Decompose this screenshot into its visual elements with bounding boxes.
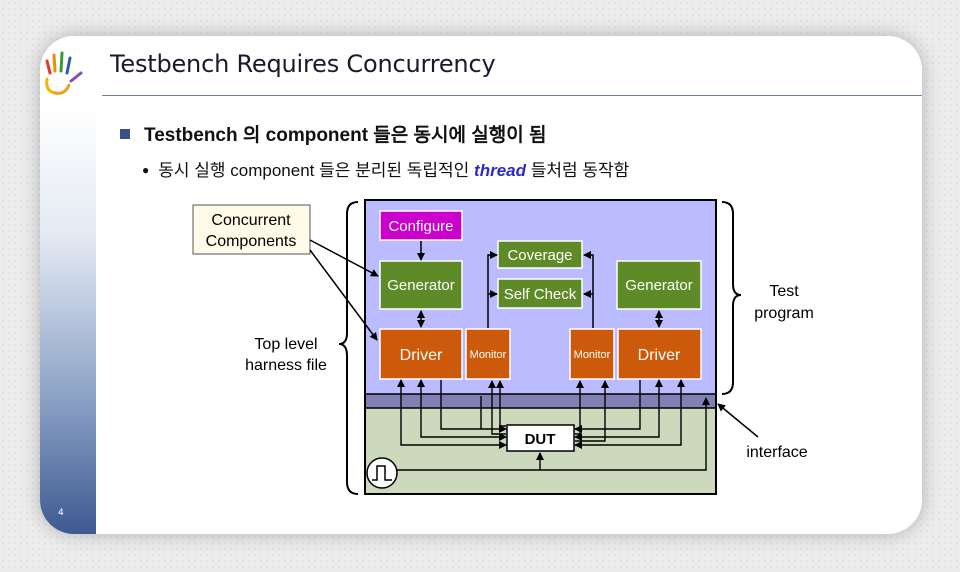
- test-program-label-line2: program: [754, 305, 814, 322]
- callout-line1: Concurrent: [211, 212, 291, 229]
- generator-left-label: Generator: [387, 277, 455, 294]
- left-gradient-bar: 4: [40, 36, 96, 534]
- monitor-left-label: Monitor: [470, 349, 507, 361]
- configure-block: [379, 210, 463, 241]
- dut-block: [506, 424, 575, 452]
- generator-left-block: [379, 260, 463, 310]
- harness-outline: [364, 199, 717, 495]
- page-number: 4: [58, 508, 64, 518]
- self-check-block: [497, 278, 583, 309]
- coverage-block: [497, 240, 583, 269]
- monitor-right-label: Monitor: [574, 349, 611, 361]
- concurrent-components-callout: [192, 204, 311, 255]
- bullet-level1-text: Testbench 의 component 들은 동시에 실행이 됨: [144, 125, 547, 146]
- bullet-level2: ● 동시 실행 component 들은 분리된 독립적인 thread 들처럼 …: [142, 156, 629, 181]
- square-bullet-icon: [120, 129, 130, 139]
- hand-logo-icon: [45, 51, 83, 95]
- configure-label: Configure: [388, 218, 453, 235]
- round-bullet-icon: ●: [142, 163, 150, 177]
- interface-band: [365, 394, 716, 408]
- bullet-level1: Testbench 의 component 들은 동시에 실행이 됨: [120, 120, 546, 147]
- bullet-level2-text-before: 동시 실행 component 들은 분리된 독립적인: [158, 161, 475, 180]
- clock-generator-icon: [366, 457, 398, 489]
- monitor-left-block: [465, 328, 511, 380]
- slide-title: Testbench Requires Concurrency: [110, 50, 496, 78]
- coverage-label: Coverage: [507, 247, 572, 264]
- interface-label: interface: [746, 444, 807, 461]
- test-program-label-line1: Test: [769, 283, 799, 300]
- test-program-brace: [721, 201, 742, 395]
- driver-right-label: Driver: [638, 347, 681, 364]
- callout-line2: Components: [206, 233, 297, 250]
- driver-left-label: Driver: [400, 347, 443, 364]
- bullet-level2-emphasis: thread: [474, 161, 526, 180]
- harness-label-line1: Top level: [254, 336, 317, 353]
- bullet-level2-text-after: 들처럼 동작함: [526, 161, 630, 180]
- dut-label: DUT: [525, 431, 556, 448]
- generator-right-label: Generator: [625, 277, 693, 294]
- title-underline: [102, 95, 922, 96]
- harness-brace: [338, 201, 359, 495]
- driver-right-block: [617, 328, 702, 380]
- harness-label-line2: harness file: [245, 357, 327, 374]
- generator-right-block: [616, 260, 702, 310]
- self-check-label: Self Check: [504, 286, 577, 303]
- driver-left-block: [379, 328, 463, 380]
